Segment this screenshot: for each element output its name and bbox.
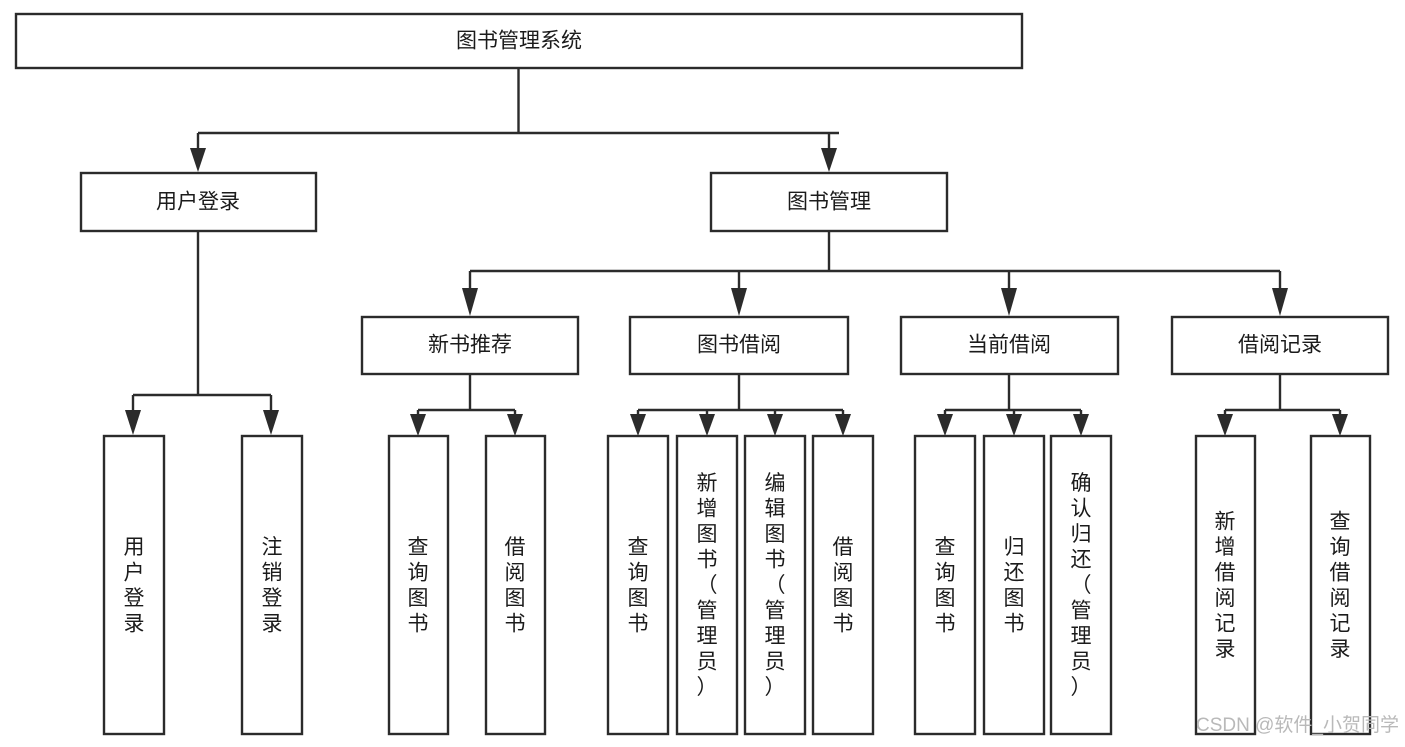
arrow-head-br-leaf-2 (1332, 414, 1348, 436)
arrow-head-new-book-recommend (462, 288, 478, 316)
leaf-node[interactable]: 查询图书 (913, 434, 977, 736)
leaf-user-login-label: 用户登录 (124, 536, 145, 636)
node-current-borrow-label: 当前借阅 (967, 334, 1051, 357)
node-borrow-record[interactable]: 借阅记录 (1170, 315, 1390, 376)
node-book-borrow[interactable]: 图书借阅 (628, 315, 850, 376)
arrow-head-bb-leaf-1 (630, 414, 646, 436)
leaf-node[interactable]: 新增图书（管理员） (675, 434, 739, 736)
arrow-head-nb-leaf-1 (410, 414, 426, 436)
leaf-node[interactable]: 新增借阅记录 (1194, 434, 1257, 736)
node-new-book-recommend[interactable]: 新书推荐 (360, 315, 580, 376)
arrow-head-book-borrow (731, 288, 747, 316)
leaf-cb-return-book-label: 归还图书 (1004, 536, 1025, 636)
leaf-logout-label: 注销登录 (262, 536, 283, 636)
leaf-bb-query-book-label: 查询图书 (628, 536, 649, 636)
leaf-logout-box[interactable] (240, 434, 304, 736)
arrow-head-user-login (190, 148, 206, 172)
arrow-head-book-mgmt (821, 148, 837, 172)
node-new-book-recommend-box[interactable] (360, 315, 580, 376)
connector-layer (125, 68, 1348, 436)
leaf-bb-edit-book-label: 编辑图书（管理员） (765, 472, 786, 699)
leaf-node[interactable]: 查询借阅记录 (1309, 434, 1372, 736)
node-book-management-label: 图书管理 (787, 191, 871, 214)
leaf-node[interactable]: 查询图书 (387, 434, 450, 736)
leaf-cb-confirm-return-box[interactable] (1049, 434, 1113, 736)
leaf-node[interactable]: 归还图书 (982, 434, 1046, 736)
leaf-cb-query-book-box[interactable] (913, 434, 977, 736)
arrow-head-bb-leaf-3 (767, 414, 783, 436)
leaf-user-login-box[interactable] (102, 434, 166, 736)
leaf-nbr-borrow-book-box[interactable] (484, 434, 547, 736)
leaf-bb-borrow-book-label: 借阅图书 (833, 536, 854, 636)
leaf-bb-add-book-box[interactable] (675, 434, 739, 736)
leaf-node[interactable]: 借阅图书 (811, 434, 875, 736)
node-new-book-recommend-label: 新书推荐 (428, 334, 512, 357)
leaf-br-add-record-box[interactable] (1194, 434, 1257, 736)
node-book-borrow-label: 图书借阅 (697, 334, 781, 357)
node-root-box[interactable] (14, 12, 1024, 70)
arrow-head-current-borrow (1001, 288, 1017, 316)
arrow-head-bb-leaf-4 (835, 414, 851, 436)
leaf-br-add-record-label: 新增借阅记录 (1215, 510, 1236, 661)
arrow-head-borrow-record (1272, 288, 1288, 316)
leaf-node[interactable]: 确认归还（管理员） (1049, 434, 1113, 736)
leaf-br-query-record-box[interactable] (1309, 434, 1372, 736)
node-book-management-box[interactable] (709, 171, 949, 233)
node-current-borrow[interactable]: 当前借阅 (899, 315, 1120, 376)
node-book-management[interactable]: 图书管理 (709, 171, 949, 233)
leaf-bb-borrow-book-box[interactable] (811, 434, 875, 736)
leaf-node[interactable]: 用户登录 (102, 434, 166, 736)
leaf-node[interactable]: 编辑图书（管理员） (743, 434, 807, 736)
watermark-label: CSDN @软件_小贺同学 (1196, 714, 1399, 736)
arrow-head-cb-leaf-2 (1006, 414, 1022, 436)
arrow-head-cb-leaf-1 (937, 414, 953, 436)
node-book-borrow-box[interactable] (628, 315, 850, 376)
leaf-cb-return-book-box[interactable] (982, 434, 1046, 736)
leaf-nbr-borrow-book-label: 借阅图书 (505, 536, 526, 636)
node-user-login-box[interactable] (79, 171, 318, 233)
leaf-node[interactable]: 注销登录 (240, 434, 304, 736)
leaf-bb-edit-book-box[interactable] (743, 434, 807, 736)
arrow-head-leaf-logout (263, 410, 279, 435)
leaf-cb-confirm-return-label: 确认归还（管理员） (1071, 472, 1092, 699)
leaf-cb-query-book-label: 查询图书 (935, 536, 956, 636)
node-root[interactable]: 图书管理系统 (14, 12, 1024, 70)
leaf-br-query-record-label: 查询借阅记录 (1330, 510, 1351, 661)
node-root-label: 图书管理系统 (456, 30, 582, 53)
leaf-nbr-query-book-label: 查询图书 (408, 536, 429, 636)
leaf-bb-query-book-box[interactable] (606, 434, 670, 736)
node-user-login-label: 用户登录 (156, 191, 240, 214)
node-user-login[interactable]: 用户登录 (79, 171, 318, 233)
node-borrow-record-box[interactable] (1170, 315, 1390, 376)
leaf-bb-add-book-label: 新增图书（管理员） (697, 472, 718, 699)
leaf-node[interactable]: 查询图书 (606, 434, 670, 736)
arrow-head-cb-leaf-3 (1073, 414, 1089, 436)
node-current-borrow-box[interactable] (899, 315, 1120, 376)
node-borrow-record-label: 借阅记录 (1238, 334, 1322, 357)
arrow-head-nb-leaf-2 (507, 414, 523, 436)
arrow-head-bb-leaf-2 (699, 414, 715, 436)
arrow-head-br-leaf-1 (1217, 414, 1233, 436)
leaf-node[interactable]: 借阅图书 (484, 434, 547, 736)
arrow-head-leaf-user-login (125, 410, 141, 435)
leaf-nbr-query-book-box[interactable] (387, 434, 450, 736)
